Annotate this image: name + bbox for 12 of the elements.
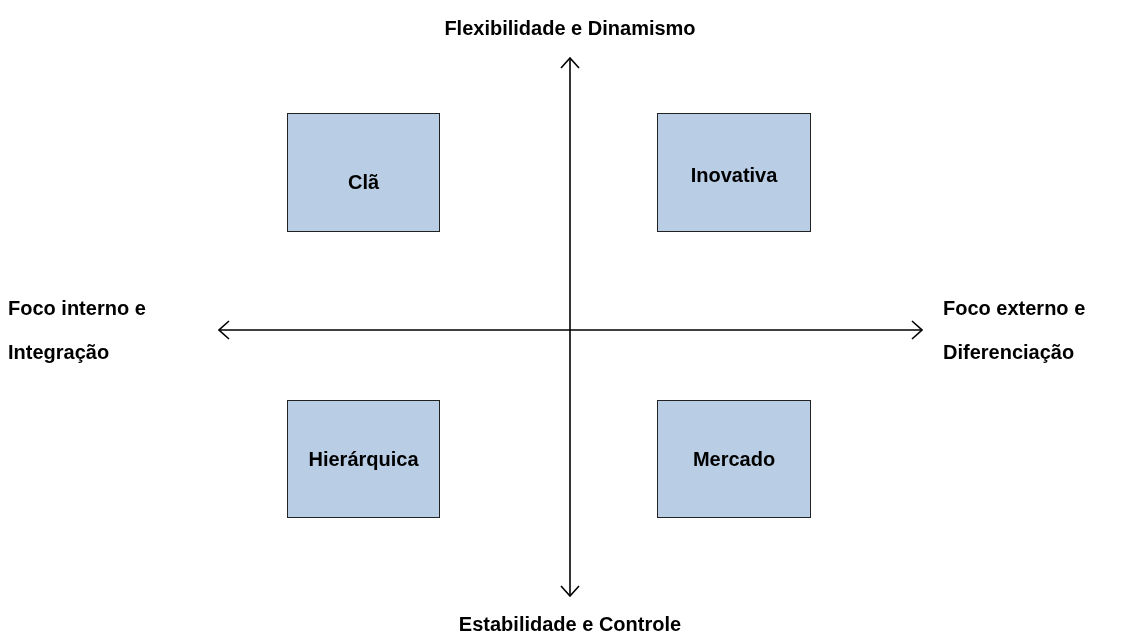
axis-label: Estabilidade e Controle	[457, 612, 683, 637]
quadrant-label: Clã	[347, 171, 380, 194]
axis-label: Foco interno e Integração	[8, 296, 147, 365]
axis-label: Foco externo e Diferenciação	[943, 296, 1087, 365]
quadrant-label: Inovativa	[690, 164, 778, 187]
quadrant-box	[287, 113, 440, 232]
quadrant-label: Hierárquica	[308, 447, 419, 471]
quadrant-box	[657, 400, 811, 518]
quadrant-box	[657, 113, 811, 232]
quadrant-label: Mercado	[692, 447, 776, 471]
axis-label: Flexibilidade e Dinamismo	[443, 16, 697, 41]
quadrant-box	[287, 400, 440, 518]
